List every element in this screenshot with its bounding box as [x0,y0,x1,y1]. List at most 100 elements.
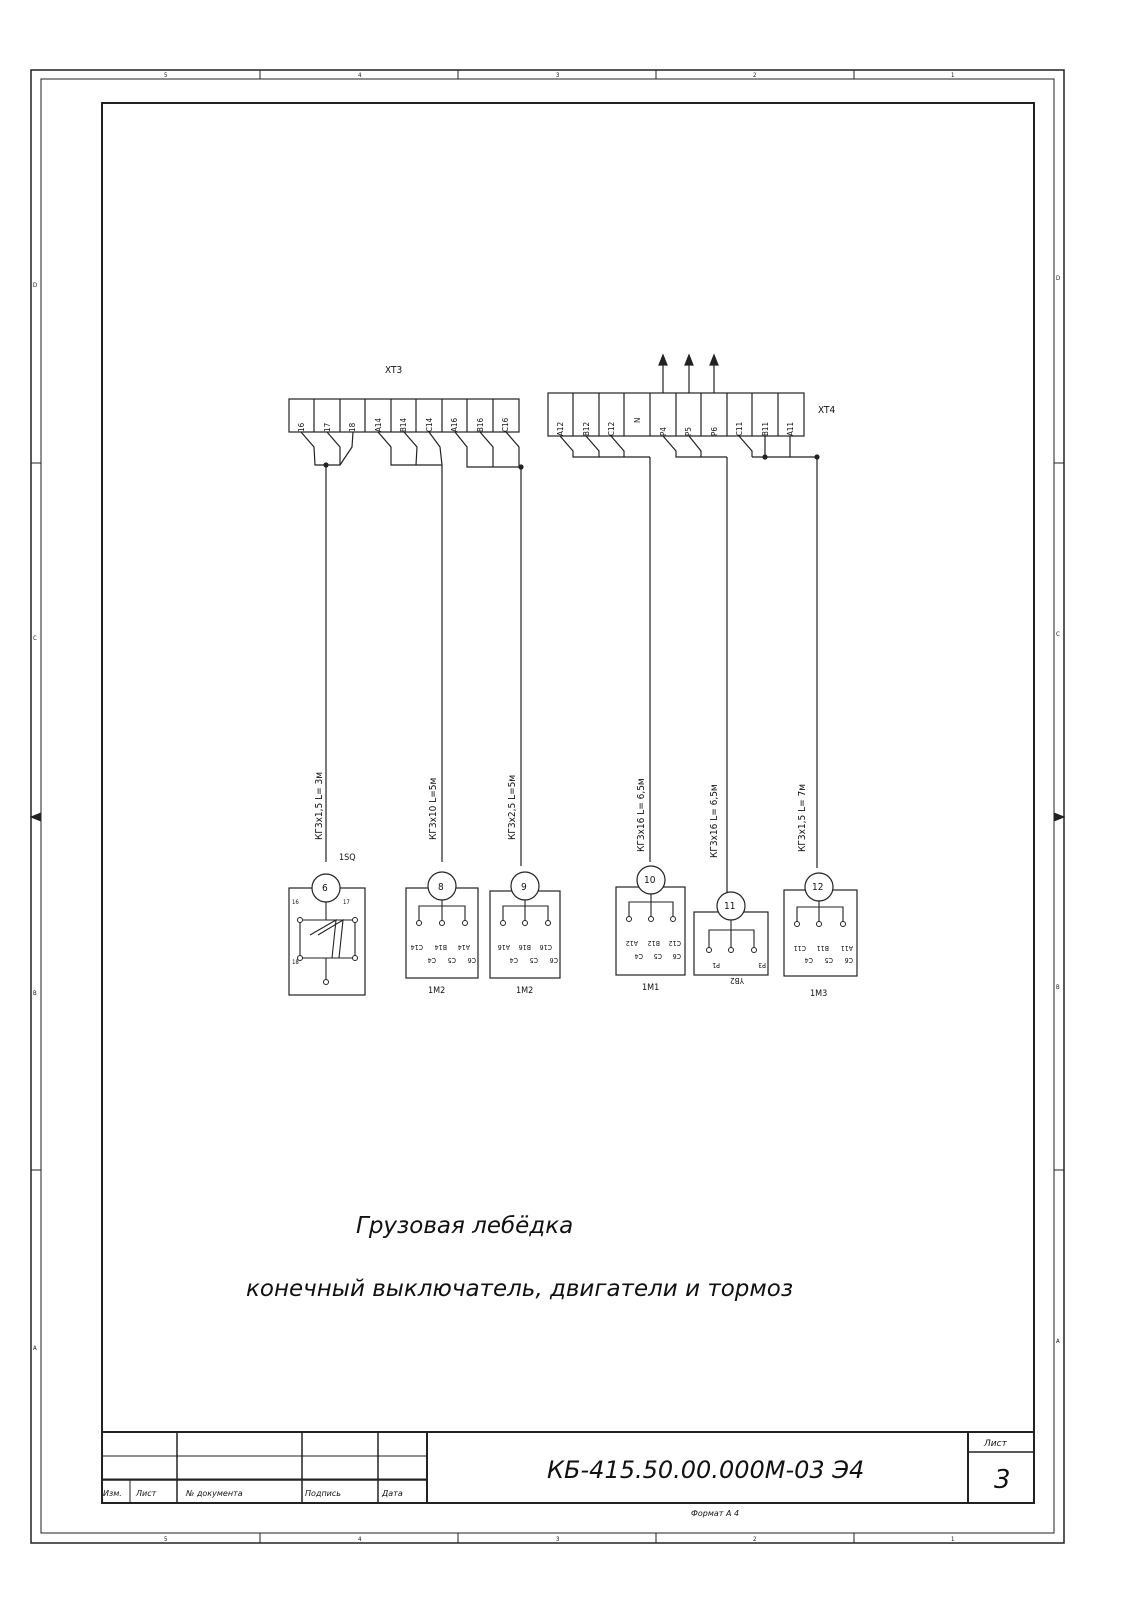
device-ref: 1М2 [516,986,533,996]
limit-switch-1sq: 1SQ 6 16 17 18 [288,853,366,996]
stamp-col-date: Дата [381,1489,403,1498]
xt4-terminal: P5 [684,427,693,436]
zone-top-3: 3 [556,72,559,79]
document-code: КБ-415.50.00.000М-03 Э4 [547,1456,864,1484]
zone-top-4: 4 [358,72,362,79]
device-ref: 1М1 [642,983,659,993]
drawing-subtitle: конечный выключатель, двигатели и тормоз [246,1276,793,1302]
motor-terminal: C16 [540,943,552,951]
zone-top-2: 2 [753,72,756,79]
motor-terminal: C12 [669,939,681,947]
motor-winding: C6 [468,956,476,964]
xt3-terminal: B14 [399,417,408,432]
switch-label: 16 [292,899,299,906]
paper-format: Формат А 4 [691,1509,739,1518]
brake-yb2: 11 P3 P1 YB2 [693,891,769,985]
cable-label: КГ3х1,5 L= 3м [314,772,325,840]
cable-label: КГ3х1,5 L= 7м [797,784,808,852]
zone-bottom-5: 5 [164,1536,167,1543]
zone-right-c: C [1056,631,1060,638]
device-ref: 1М3 [810,989,827,999]
title-block [102,1431,1034,1503]
motor-terminal: B14 [435,943,447,951]
sheet-label: Лист [983,1439,1008,1449]
motor-terminal: B11 [817,944,829,952]
motor-1m2-b: 9 C16 B16 A16 C6 C5 C4 1М2 [489,871,561,996]
terminal-block-xt4: XT4 A12 B12 C12 N P4 P5 P6 C11 B11 A11 [547,353,835,437]
device-ref: YB2 [730,976,745,985]
xt3-terminal: A14 [374,418,383,433]
cable-labels: КГ3х1,5 L= 3м КГ3х10 L=5м КГ3х2,5 L=5м К… [314,772,808,858]
junction-dots [323,454,820,470]
device-number: 11 [724,901,735,912]
xt4-terminal: B12 [582,422,591,436]
sheet-number: 3 [994,1465,1011,1495]
motor-winding: C4 [428,956,436,964]
brake-terminal: P3 [758,961,766,969]
wiring [300,431,818,892]
xt3-terminal: C14 [425,417,434,432]
xt4-terminal: C12 [607,422,616,436]
xt4-terminal: B11 [761,422,770,436]
xt4-terminal: A12 [556,422,565,436]
zone-bottom-2: 2 [753,1536,756,1543]
stamp-col-list: Лист [135,1489,157,1498]
xt3-label: XT3 [385,365,402,376]
arrow-up-icons [658,353,719,393]
device-number: 12 [812,882,823,893]
motor-winding: C5 [654,952,662,960]
stamp-col-doc: № документа [185,1489,243,1498]
motor-winding: C5 [530,956,538,964]
motor-winding: C6 [673,952,681,960]
motor-winding: C4 [805,956,813,964]
sheet-frame [29,69,1066,1544]
xt3-terminal: A16 [450,418,459,433]
motor-winding: C6 [845,956,853,964]
motor-1m2-a: 8 C14 B14 A14 C6 C5 C4 1М2 [405,871,479,996]
zone-right-a: A [1056,1338,1060,1345]
motor-winding: C5 [825,956,833,964]
zone-left-a: A [33,1345,37,1352]
zone-top-5: 5 [164,72,167,79]
motor-winding: C4 [510,956,518,964]
xt4-terminal: P4 [659,427,668,436]
zone-top-1: 1 [951,72,954,79]
xt4-terminal: N [633,418,642,423]
brake-terminal: P1 [712,961,720,969]
xt3-terminal: C16 [501,417,510,432]
stamp-col-izm: Изм. [103,1489,122,1498]
cable-label: КГ3х2,5 L=5м [507,775,518,840]
device-number: 9 [521,882,527,893]
switch-label: 17 [343,899,350,906]
device-number: 8 [438,882,444,893]
motor-terminal: C14 [411,943,423,951]
cable-label: КГ3х16 L= 6,5м [709,784,720,858]
device-number: 10 [644,875,656,886]
terminal-block-xt3: XT3 16 17 18 A14 B14 C14 A16 B16 C16 [288,365,520,433]
xt3-terminal: 18 [348,422,357,432]
zone-left-d: D [33,282,37,289]
zone-bottom-3: 3 [556,1536,559,1543]
zone-left-c: C [33,635,37,642]
motor-terminal: A11 [841,944,853,952]
xt4-terminal: C11 [735,422,744,436]
zone-left-b: B [33,990,37,997]
zone-bottom-1: 1 [951,1536,954,1543]
title-block-text: Изм. Лист № документа Подпись Дата КБ-41… [103,1439,1011,1518]
motor-winding: C6 [550,956,558,964]
motor-terminal: A12 [626,939,638,947]
xt3-terminal: B16 [476,417,485,432]
motor-1m1: 10 C12 B12 A12 C6 C5 C4 1М1 [615,865,686,993]
cable-label: КГ3х16 L= 6,5м [636,778,647,852]
zone-right-b: B [1056,984,1060,991]
device-number: 6 [322,883,328,894]
xt3-terminal: 16 [297,422,306,432]
motor-winding: C4 [635,952,643,960]
device-ref: 1М2 [428,986,445,996]
motor-terminal: C11 [794,944,806,952]
zone-bottom-4: 4 [358,1536,362,1543]
motor-terminal: A14 [458,943,470,951]
drawing-title: Грузовая лебёдка [356,1213,573,1239]
motor-winding: C5 [448,956,456,964]
